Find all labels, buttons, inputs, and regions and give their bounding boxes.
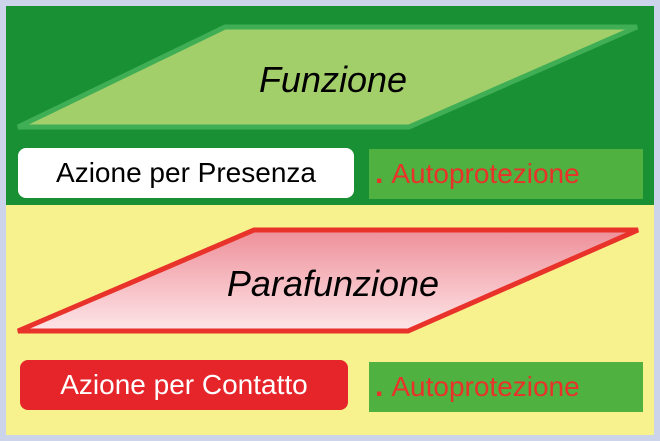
bullet-dot: . bbox=[375, 370, 384, 403]
diagram-frame: Funzione Parafunzione Azione per Presenz… bbox=[6, 6, 654, 435]
parafunzione-label: Parafunzione bbox=[226, 263, 440, 304]
azione-contatto-box: Azione per Contatto bbox=[20, 360, 348, 410]
parafunzione-parallelogram bbox=[17, 227, 640, 334]
autoprotezione-top-box: . Autoprotezione bbox=[369, 149, 643, 199]
funzione-parallelogram bbox=[16, 24, 639, 130]
azione-contatto-label: Azione per Contatto bbox=[60, 369, 308, 400]
bullet-dot: . bbox=[375, 157, 384, 190]
azione-presenza-box: Azione per Presenza bbox=[18, 148, 354, 198]
autoprotezione-top-label: Autoprotezione bbox=[391, 158, 580, 189]
azione-presenza-label: Azione per Presenza bbox=[56, 157, 316, 188]
shapes-layer bbox=[16, 24, 640, 334]
funzione-label: Funzione bbox=[258, 59, 408, 100]
autoprotezione-bottom-label: Autoprotezione bbox=[391, 371, 580, 402]
autoprotezione-bottom-box: . Autoprotezione bbox=[369, 362, 643, 412]
